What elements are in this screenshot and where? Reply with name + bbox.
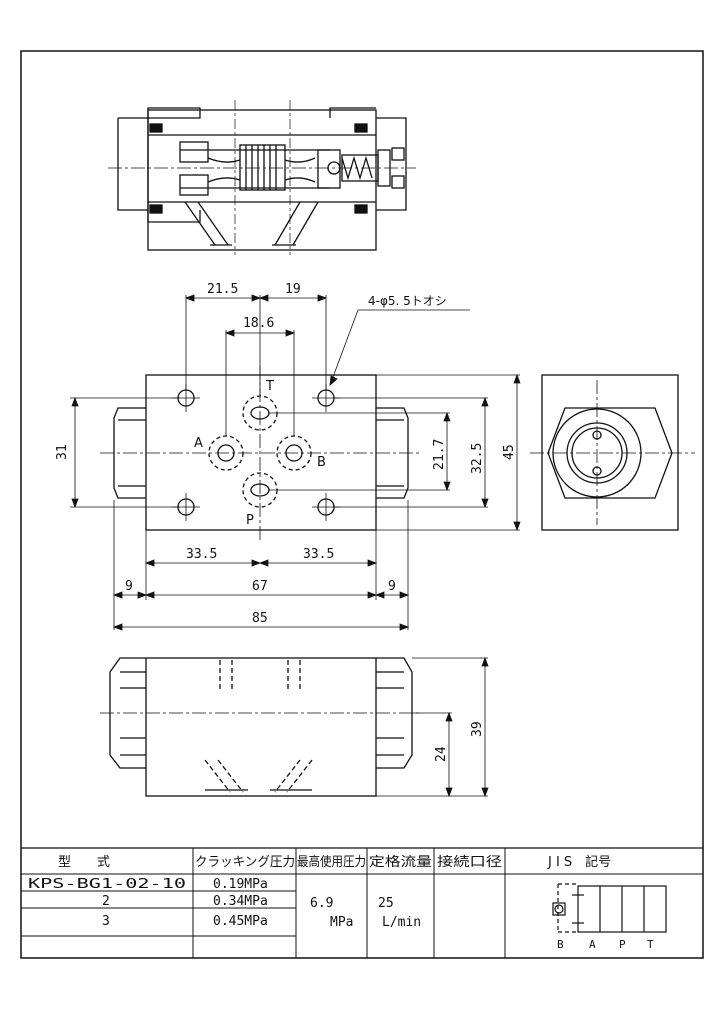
dim-18-6: 18.6 bbox=[243, 316, 274, 331]
table-row-2-cracking: 0.34MPa bbox=[213, 894, 268, 909]
table-header-jis: J I S 記号 bbox=[547, 854, 611, 870]
rated-flow-value: 25 bbox=[378, 896, 394, 911]
table-row-1-cracking: 0.19MPa bbox=[213, 877, 268, 892]
section-view bbox=[108, 100, 416, 255]
side-dimension-lines bbox=[376, 656, 489, 798]
dim-85: 85 bbox=[252, 611, 268, 626]
jis-port-b: B bbox=[557, 938, 564, 951]
table-row-3-cracking: 0.45MPa bbox=[213, 914, 268, 929]
dim-33-5-right: 33.5 bbox=[303, 547, 334, 562]
dim-21-5: 21.5 bbox=[207, 282, 238, 297]
port-label-p: P bbox=[246, 513, 254, 528]
side-view bbox=[100, 657, 420, 797]
dim-67: 67 bbox=[252, 579, 268, 594]
table-header-model: 型 式 bbox=[58, 855, 110, 870]
hole-note: 4-φ5. 5トオシ bbox=[368, 294, 447, 308]
sheet-frame bbox=[20, 50, 704, 959]
port-label-a: A bbox=[194, 436, 203, 451]
dim-31: 31 bbox=[55, 444, 70, 460]
dim-39: 39 bbox=[470, 721, 485, 737]
table-header-rated-flow: 定格流量 bbox=[369, 854, 432, 870]
dim-19: 19 bbox=[285, 282, 301, 297]
table-header-max-pressure: 最高使用圧力 bbox=[297, 854, 366, 870]
table-row-3-model: 3 bbox=[102, 914, 110, 929]
table-header-connection: 接続口径 bbox=[437, 854, 502, 870]
jis-port-p: P bbox=[619, 938, 626, 951]
jis-symbol bbox=[552, 883, 667, 933]
jis-port-t: T bbox=[647, 938, 654, 951]
plan-dimension-lines bbox=[70, 294, 521, 631]
dim-32-5: 32.5 bbox=[470, 443, 485, 474]
table-row-2-model: 2 bbox=[102, 894, 110, 909]
dim-45: 45 bbox=[502, 444, 517, 460]
dim-33-5-left: 33.5 bbox=[186, 547, 217, 562]
table-row-1-model: KPS-BG1-02-10 bbox=[28, 877, 186, 892]
dim-9-left: 9 bbox=[125, 579, 133, 594]
rated-flow-unit: L/min bbox=[382, 915, 421, 930]
port-label-b: B bbox=[317, 455, 326, 470]
table-header-cracking: クラッキング圧力 bbox=[195, 855, 295, 870]
port-label-t: T bbox=[265, 379, 274, 394]
dim-9-right: 9 bbox=[388, 579, 396, 594]
max-pressure-unit: MPa bbox=[330, 915, 353, 930]
dim-24: 24 bbox=[434, 746, 449, 762]
spec-table-grid bbox=[21, 847, 703, 958]
max-pressure-value: 6.9 bbox=[310, 896, 333, 911]
end-view bbox=[530, 374, 695, 531]
dim-21-7: 21.7 bbox=[432, 439, 447, 470]
jis-port-a: A bbox=[589, 938, 596, 951]
